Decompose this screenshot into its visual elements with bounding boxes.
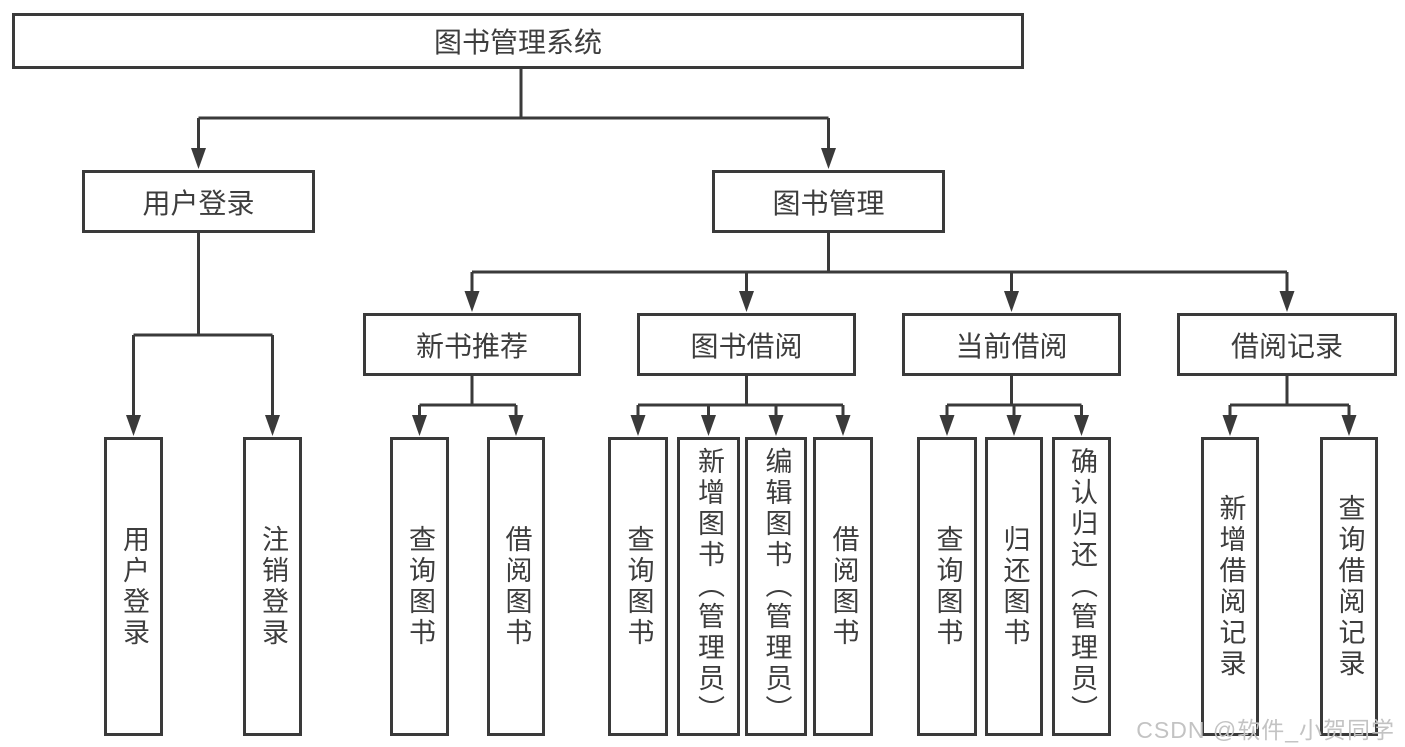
connector-book-management-branch (470, 233, 1289, 295)
leaf-return-books: 归还图书 (985, 437, 1043, 736)
leaf-confirm-return-admin: 确认归还（管理员） (1052, 437, 1111, 736)
leaf-add-books-admin: 新增图书（管理员） (677, 437, 740, 736)
leaf-borrow-books-borrow: 借阅图书 (813, 437, 873, 736)
node-library-management-system: 图书管理系统 (12, 13, 1024, 69)
leaf-borrow-books-recommend: 借阅图书 (487, 437, 545, 736)
node-new-book-recommend: 新书推荐 (363, 313, 581, 376)
leaf-query-books-recommend: 查询图书 (390, 437, 449, 736)
leaf-add-borrow-record: 新增借阅记录 (1201, 437, 1259, 736)
connector-book-borrow-branch (636, 376, 845, 418)
connector-user-login-branch (132, 233, 274, 418)
connector-new-book-branch (418, 376, 518, 418)
leaf-query-books-borrow: 查询图书 (608, 437, 668, 736)
node-borrow-records: 借阅记录 (1177, 313, 1397, 376)
connector-borrow-records-branch (1228, 376, 1351, 418)
leaf-logout-login: 注销登录 (243, 437, 302, 736)
node-current-borrow: 当前借阅 (902, 313, 1121, 376)
node-book-management: 图书管理 (712, 170, 945, 233)
leaf-edit-books-admin: 编辑图书（管理员） (745, 437, 807, 736)
leaf-user-login: 用户登录 (104, 437, 163, 736)
csdn-watermark: CSDN @软件_小贺同学 (1136, 717, 1395, 743)
node-book-borrow: 图书借阅 (637, 313, 856, 376)
leaf-query-borrow-record: 查询借阅记录 (1320, 437, 1378, 736)
connector-current-borrow-branch (945, 376, 1083, 418)
node-user-login: 用户登录 (82, 170, 315, 233)
leaf-query-books-current: 查询图书 (917, 437, 977, 736)
connector-root-to-level2 (197, 69, 830, 152)
